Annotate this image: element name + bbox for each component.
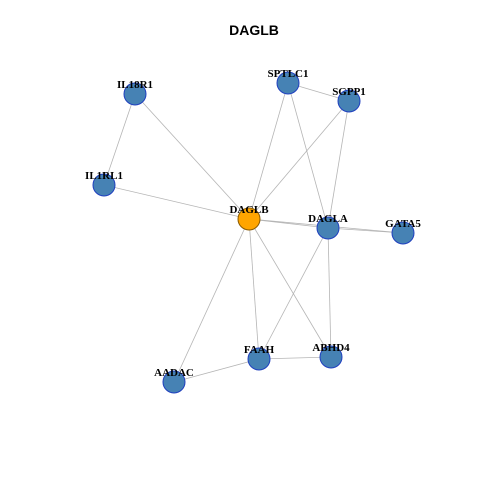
edge-il18r1-il1rl1 [103, 93, 136, 186]
node-aadac[interactable] [162, 370, 186, 394]
node-label-il18r1: IL18R1 [117, 79, 153, 91]
node-label-sgpp1: SGPP1 [332, 86, 366, 98]
edge-il18r1-daglb [134, 93, 250, 220]
edge-daglb-faah [248, 218, 260, 360]
node-gata5[interactable] [391, 221, 415, 245]
node-label-abhd4: ABHD4 [312, 342, 350, 354]
edge-daglb-abhd4 [248, 218, 332, 358]
node-daglb[interactable] [237, 207, 261, 231]
node-label-il1rl1: IL1RL1 [85, 170, 123, 182]
node-label-aadac: AADAC [154, 367, 194, 379]
graph-title: DAGLB [229, 22, 279, 38]
node-label-dagla: DAGLA [308, 213, 348, 225]
node-layer [92, 71, 415, 394]
edge-sptlc1-daglb [248, 82, 289, 220]
edge-il1rl1-daglb [103, 184, 250, 220]
node-dagla[interactable] [316, 216, 340, 240]
node-il1rl1[interactable] [92, 173, 116, 197]
node-sgpp1[interactable] [337, 89, 361, 113]
edge-faah-aadac [173, 358, 260, 383]
edge-dagla-abhd4 [327, 227, 332, 358]
edge-daglb-aadac [173, 218, 250, 383]
node-il18r1[interactable] [123, 82, 147, 106]
node-label-sptlc1: SPTLC1 [268, 68, 309, 80]
node-label-gata5: GATA5 [385, 218, 421, 230]
node-label-daglb: DAGLB [229, 204, 269, 216]
edge-sgpp1-dagla [327, 100, 350, 229]
node-faah[interactable] [247, 347, 271, 371]
edge-dagla-faah [258, 227, 329, 360]
node-label-faah: FAAH [244, 344, 275, 356]
edge-dagla-gata5 [327, 227, 404, 234]
node-abhd4[interactable] [319, 345, 343, 369]
edge-sptlc1-dagla [287, 82, 329, 229]
edge-layer [103, 82, 404, 383]
node-sptlc1[interactable] [276, 71, 300, 95]
edge-sgpp1-daglb [248, 100, 350, 220]
edge-faah-abhd4 [258, 356, 332, 360]
